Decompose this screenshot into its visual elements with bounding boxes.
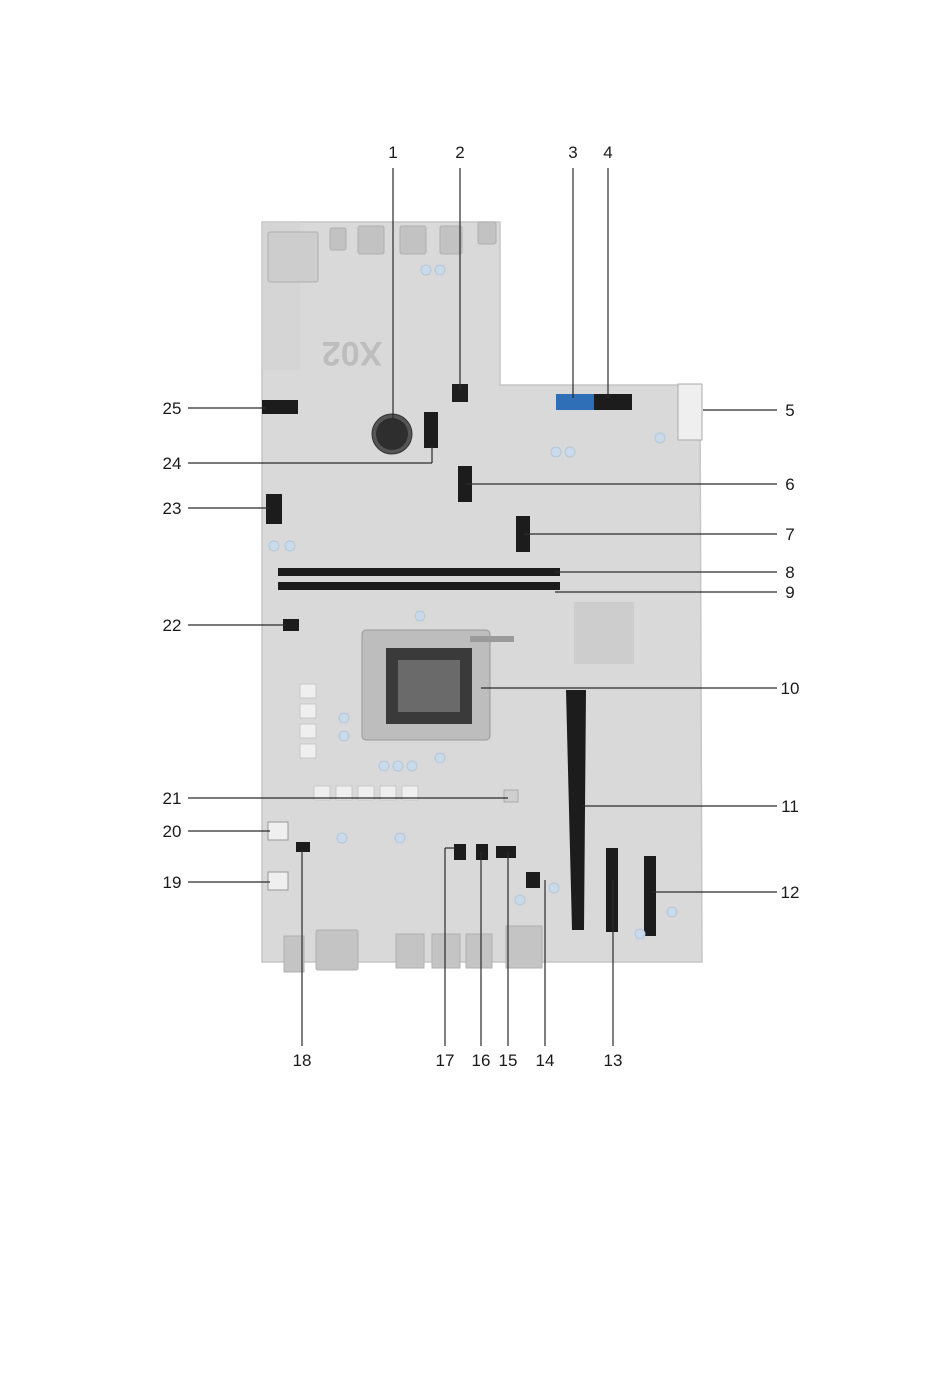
callout-3: 3: [568, 143, 577, 162]
header-14: [526, 872, 540, 888]
power-connector-5: [678, 384, 702, 440]
callout-15: 15: [499, 1051, 518, 1070]
power-connector-20: [268, 822, 288, 840]
callout-23: 23: [163, 499, 182, 518]
callout-25: 25: [163, 399, 182, 418]
header-21: [504, 790, 518, 802]
heatsink-pad: [574, 602, 634, 664]
memory-slot-8: [278, 568, 560, 576]
callout-6: 6: [785, 475, 794, 494]
callout-19: 19: [163, 873, 182, 892]
header-25: [262, 400, 298, 414]
callout-12: 12: [781, 883, 800, 902]
silkscreen-label: X02: [322, 334, 383, 372]
m2-slot-24: [424, 412, 438, 448]
pcie-slot-13: [606, 848, 618, 932]
callout-7: 7: [785, 525, 794, 544]
callout-13: 13: [604, 1051, 623, 1070]
callout-2: 2: [455, 143, 464, 162]
callout-11: 11: [781, 797, 799, 816]
power-connector-19: [268, 872, 288, 890]
header-16: [476, 844, 488, 860]
header-17: [454, 844, 466, 860]
callout-24: 24: [163, 454, 182, 473]
header-15: [496, 846, 516, 858]
callout-22: 22: [163, 616, 182, 635]
callout-16: 16: [472, 1051, 491, 1070]
callout-21: 21: [163, 789, 182, 808]
header-23: [266, 494, 282, 524]
callout-9: 9: [785, 583, 794, 602]
callout-18: 18: [293, 1051, 312, 1070]
header-18: [296, 842, 310, 852]
callout-20: 20: [163, 822, 182, 841]
sata-connector-4: [594, 394, 632, 410]
callout-1: 1: [388, 143, 397, 162]
callout-8: 8: [785, 563, 794, 582]
callout-10: 10: [781, 679, 800, 698]
callout-4: 4: [603, 143, 612, 162]
pcie-slot-12: [644, 856, 656, 936]
callout-17: 17: [436, 1051, 455, 1070]
memory-slot-9: [278, 582, 560, 590]
callout-14: 14: [536, 1051, 555, 1070]
callout-5: 5: [785, 401, 794, 420]
sata-connector-3: [556, 394, 596, 410]
coin-cell-battery: [372, 414, 412, 454]
